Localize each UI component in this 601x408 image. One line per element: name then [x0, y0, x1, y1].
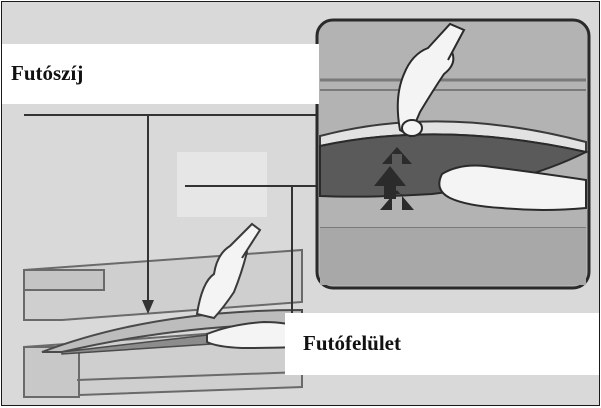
inset-panel: [317, 20, 589, 288]
deck-label: Futófelület: [303, 331, 401, 356]
belt-label: Futószíj: [11, 61, 83, 86]
background-patch: [177, 152, 267, 217]
